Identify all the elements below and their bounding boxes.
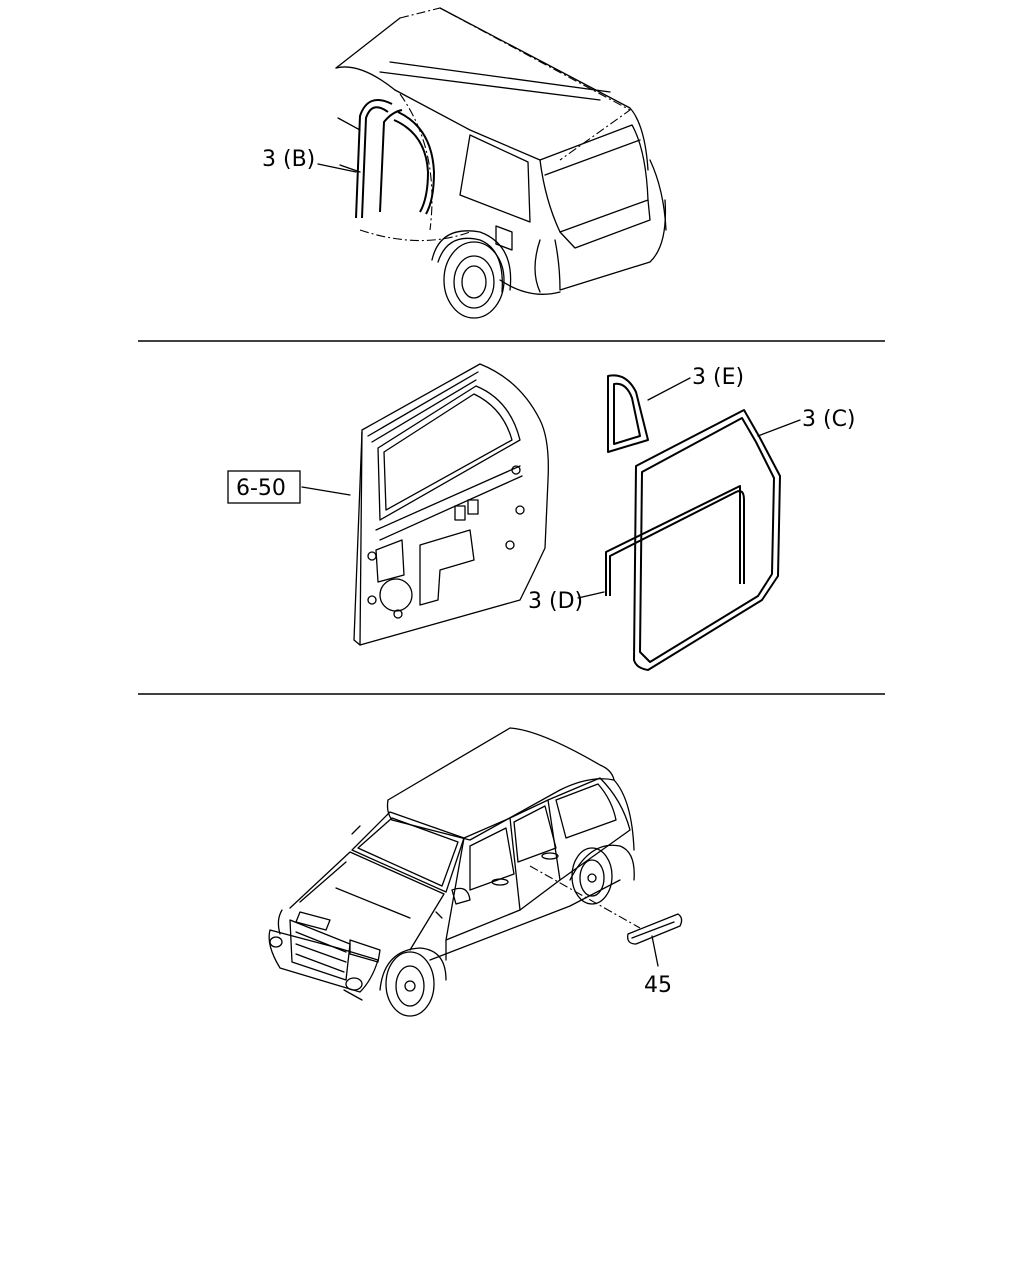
weatherstrip-seals-icon xyxy=(605,374,781,671)
label-part-3c: 3 (C) xyxy=(802,407,856,432)
leader-3e xyxy=(647,377,691,401)
label-part-3b: 3 (B) xyxy=(262,147,315,172)
label-part-3e: 3 (E) xyxy=(692,365,744,390)
leader-3d xyxy=(577,591,605,599)
label-part-3d: 3 (D) xyxy=(528,589,583,614)
rear-door-panel-icon xyxy=(353,363,549,646)
suv-rear-view-icon xyxy=(335,7,667,319)
leader-dashed-45 xyxy=(529,865,641,929)
leader-45 xyxy=(651,935,659,967)
leader-3c xyxy=(757,419,801,437)
leader-6-50 xyxy=(301,486,351,496)
suv-front-view-icon xyxy=(268,727,635,1017)
ref-box-6-50 xyxy=(227,470,301,504)
step-trim-part-icon xyxy=(627,913,683,945)
leader-3b xyxy=(317,163,357,173)
label-part-45: 45 xyxy=(644,973,672,998)
label-ref-6-50: 6-50 xyxy=(236,476,286,501)
